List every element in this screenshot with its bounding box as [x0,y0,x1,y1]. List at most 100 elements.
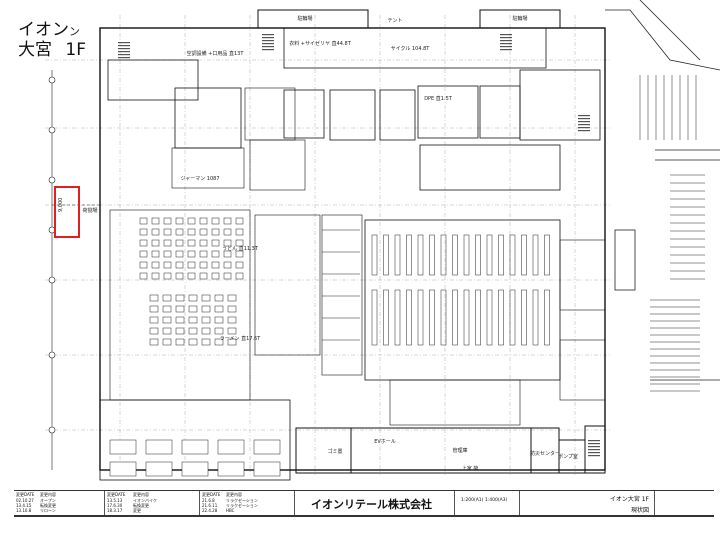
stair-step [588,440,600,442]
shelf [394,289,401,346]
shelf [521,289,527,346]
shelf [544,289,550,346]
table-seat [139,217,148,225]
room-label: 衣料 +サイゼリヤ 直44.8T [289,40,352,47]
table-seat [151,250,160,258]
rev-date: 13.5.13 [107,498,123,503]
room-labels: テント駐輪場駐輪場衣料 +サイゼリヤ 直44.8Tサイクル 104.8T空調設備… [82,15,577,472]
stair-step [588,443,600,445]
table-seat [175,228,184,236]
table-seat [201,305,211,313]
shelf [429,234,435,276]
scale-cell: 1:200(A1) 1:400(A3) [454,491,520,515]
rev-date: 18.3.17 [107,508,123,513]
table-seat [151,239,160,247]
stair-step [262,49,274,51]
display-unit [181,461,209,477]
room-label: 防災センター [530,450,560,457]
room-label: ゴミ置 [327,448,342,455]
rev-note: リラクゼーション [226,503,258,508]
table-seat [163,250,172,258]
table-seat [227,294,237,302]
building-outline [99,9,606,481]
table-seat [139,239,148,247]
table-seat [214,316,224,324]
table-seat [199,272,208,280]
table-seat [214,327,224,335]
display-unit [145,461,173,477]
table-seat [199,250,208,258]
table-seat [223,217,232,225]
shelf [371,289,378,346]
table-seat [201,316,211,324]
stair-step [578,118,590,120]
table-seat [201,294,211,302]
room-label: ポンプ室 [558,453,578,460]
table-seat [235,272,244,280]
rev-note: 変更 [133,508,141,513]
room-label: 管理庫 [452,447,467,454]
sales-floor-shelves [322,229,550,346]
stair-step [588,452,600,454]
rev-date: 13.4.15 [16,503,32,508]
stair-step [262,46,274,48]
display-unit [145,439,173,455]
drawing-name-cell: イオン大宮 1F 現状図 [519,491,655,515]
table-seat [214,294,224,302]
axis-marker [48,76,56,84]
table-seat [139,272,148,280]
table-seat [227,316,237,324]
table-seat [163,272,172,280]
table-seat [162,294,172,302]
shelf [429,289,435,346]
table-seat [139,250,148,258]
shelf [452,234,458,276]
table-seat [151,228,160,236]
table-seat [175,316,185,324]
room-label: 荷捌場 [82,207,97,214]
display-unit [253,461,281,477]
store-subtitle: 大宮 1F [18,40,86,60]
rev-date: 22.4.28 [202,508,218,513]
table-seat [175,239,184,247]
table-seat [187,239,196,247]
shelf [440,234,447,276]
stair-step [118,51,130,53]
shelf [406,234,412,276]
table-seat [188,338,198,346]
table-seat [175,217,184,225]
table-seat [175,272,184,280]
table-seat [162,305,172,313]
rev-date: 02.10.27 [16,498,34,503]
store-name: イオン [18,20,69,40]
shelf [475,234,481,276]
food-court-seating [109,217,281,477]
stair-step [118,48,130,50]
stair-step [500,34,512,36]
rev-header-date: 変更DATE [107,492,126,497]
axis-marker [48,276,56,284]
shelf [544,234,550,276]
stair-step [118,57,130,59]
revision-table-2: 変更DATE 変更内容 13.5.13 イオンバイク 17.6.30 転換変更 … [104,491,200,515]
highlight-box [54,186,80,238]
drawing-name: イオン大宮 1F [609,496,649,503]
shelf [498,289,504,346]
table-seat [199,261,208,269]
table-seat [211,228,220,236]
stair-step [588,446,600,448]
table-seat [163,261,172,269]
company-name: イオンリテール株式会社 [311,498,432,511]
room-label: 駐輪場 [297,15,312,22]
rev-header-date: 変更DATE [16,492,35,497]
table-seat [187,228,196,236]
scale-text: 1:200(A1) 1:400(A3) [461,498,508,503]
room-label: 駐輪場 [512,15,527,22]
shelf [394,234,401,276]
table-seat [188,305,198,313]
display-unit [109,461,137,477]
shelf [383,289,389,346]
room-label: ラーメン 直17.6T [220,335,262,342]
shelf [383,234,389,276]
